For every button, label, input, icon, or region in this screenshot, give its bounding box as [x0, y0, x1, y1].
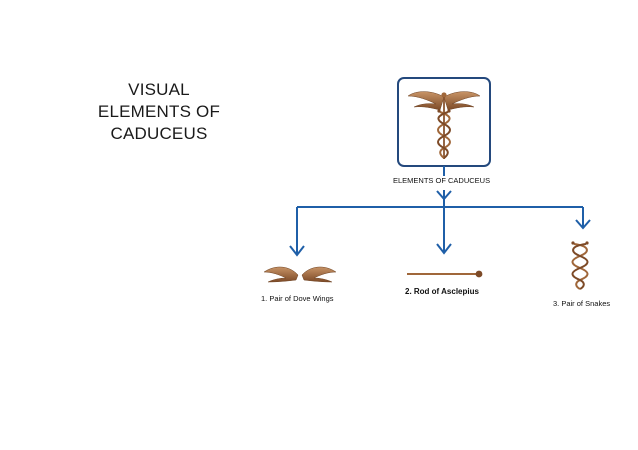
left-arrowhead: [289, 245, 305, 257]
connectors: [289, 166, 591, 257]
title-line: VISUAL: [128, 80, 190, 99]
right-arrowhead: [575, 219, 591, 230]
title-line: ELEMENTS OF: [97, 102, 221, 121]
child-label-wings: 1. Pair of Dove Wings: [261, 294, 334, 303]
root-arrowhead: [436, 190, 452, 201]
child-label-snakes: 3. Pair of Snakes: [553, 299, 611, 308]
caduceus-icon: [407, 91, 481, 159]
snakes-icon: [571, 241, 589, 290]
root-label: ELEMENTS OF CADUCEUS: [393, 176, 491, 185]
rod-icon: [407, 270, 483, 278]
page-title: VISUAL ELEMENTS OF CADUCEUS: [78, 79, 240, 145]
dove-wings-icon: [263, 266, 337, 283]
center-arrowhead: [436, 243, 452, 255]
root-node: [397, 77, 491, 167]
child-label-rod: 2. Rod of Asclepius: [405, 287, 479, 296]
title-line: CADUCEUS: [110, 124, 208, 143]
